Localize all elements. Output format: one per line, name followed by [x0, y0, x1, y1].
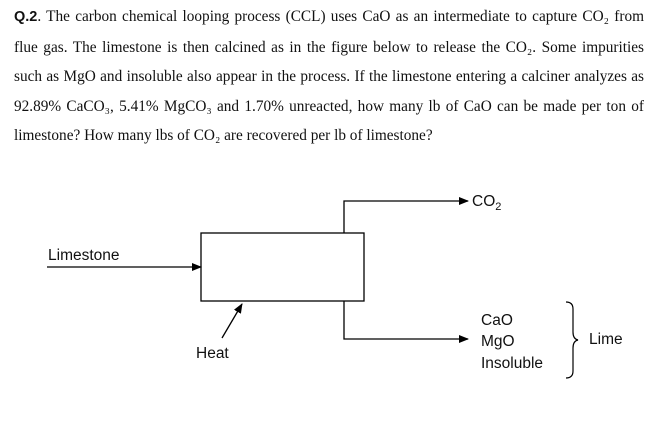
- co2-label: CO2: [472, 193, 501, 213]
- cao-label: CaO: [481, 312, 513, 329]
- heat-arrow: [221, 303, 243, 339]
- question-number-dot: .: [37, 8, 42, 25]
- question-body: The carbon chemical looping process (CCL…: [14, 8, 644, 145]
- question-number: Q.2: [14, 9, 38, 25]
- question-text: Q.2. The carbon chemical looping process…: [14, 2, 644, 151]
- lime-label: Lime: [589, 331, 623, 348]
- calciner-box: [200, 232, 365, 302]
- mgo-label: MgO: [481, 333, 515, 350]
- lime-brace: [565, 301, 579, 379]
- heat-label: Heat: [196, 345, 229, 362]
- lime-stream-line: [343, 301, 469, 343]
- co2-stream-line: [343, 197, 469, 233]
- insoluble-label: Insoluble: [481, 355, 543, 372]
- limestone-label: Limestone: [48, 247, 120, 264]
